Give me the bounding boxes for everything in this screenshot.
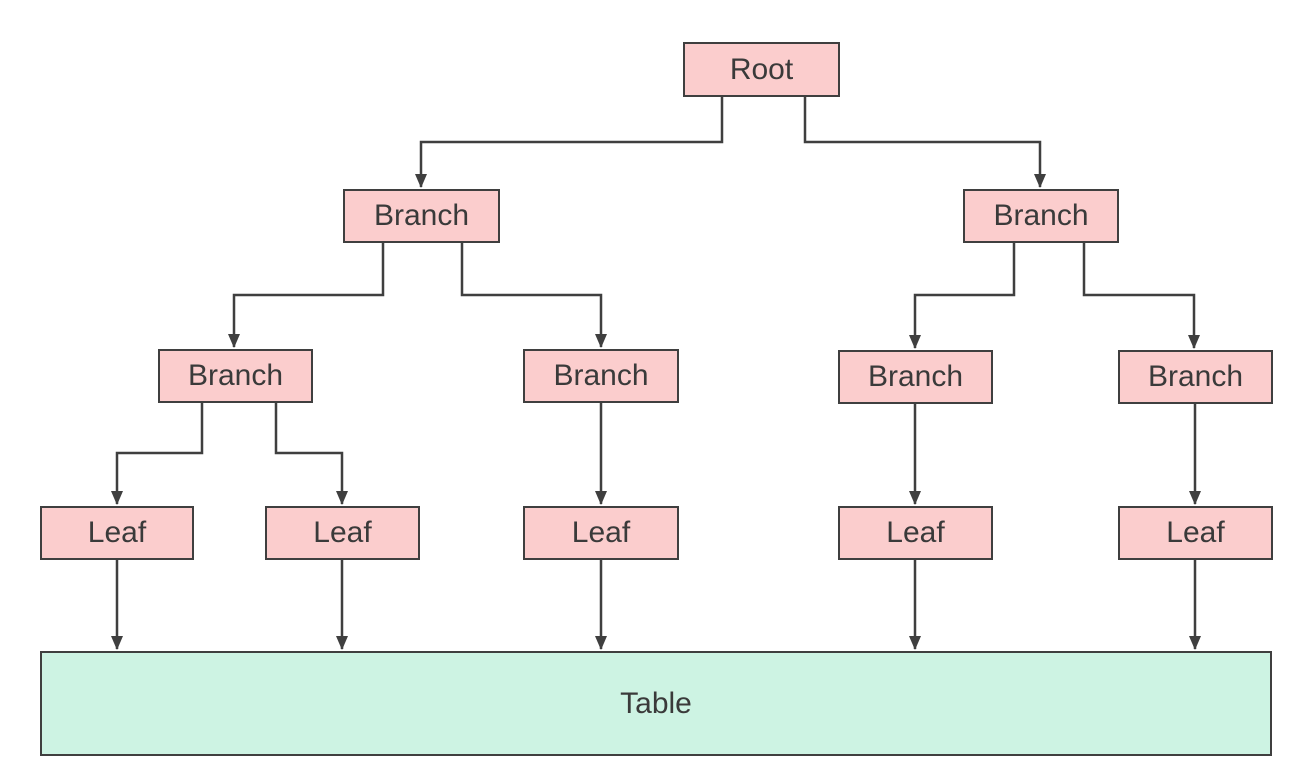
edge-branch-ll-to-leaf-1 (111, 403, 204, 505)
edge-root-to-branch-l (415, 97, 724, 188)
node-root: Root (683, 42, 840, 97)
node-table: Table (40, 651, 1272, 756)
node-leaf-5: Leaf (1118, 506, 1273, 560)
edge-branch-l-to-branch-ll (228, 243, 385, 348)
node-leaf-3: Leaf (523, 506, 679, 560)
edge-branch-l-to-branch-lr (460, 243, 607, 348)
node-branch-left-left: Branch (158, 349, 313, 403)
node-branch-right-right: Branch (1118, 350, 1273, 404)
node-leaf-2: Leaf (265, 506, 420, 560)
edge-branch-r-to-branch-rr (1082, 243, 1200, 349)
edge-branch-ll-to-leaf-2 (274, 403, 348, 505)
node-leaf-1: Leaf (40, 506, 194, 560)
node-branch-left-right: Branch (523, 349, 679, 403)
node-branch-left: Branch (343, 189, 500, 243)
node-branch-right: Branch (963, 189, 1119, 243)
node-branch-right-left: Branch (838, 350, 993, 404)
edge-branch-r-to-branch-rl (909, 243, 1016, 349)
edge-root-to-branch-r (803, 97, 1046, 188)
node-leaf-4: Leaf (838, 506, 993, 560)
